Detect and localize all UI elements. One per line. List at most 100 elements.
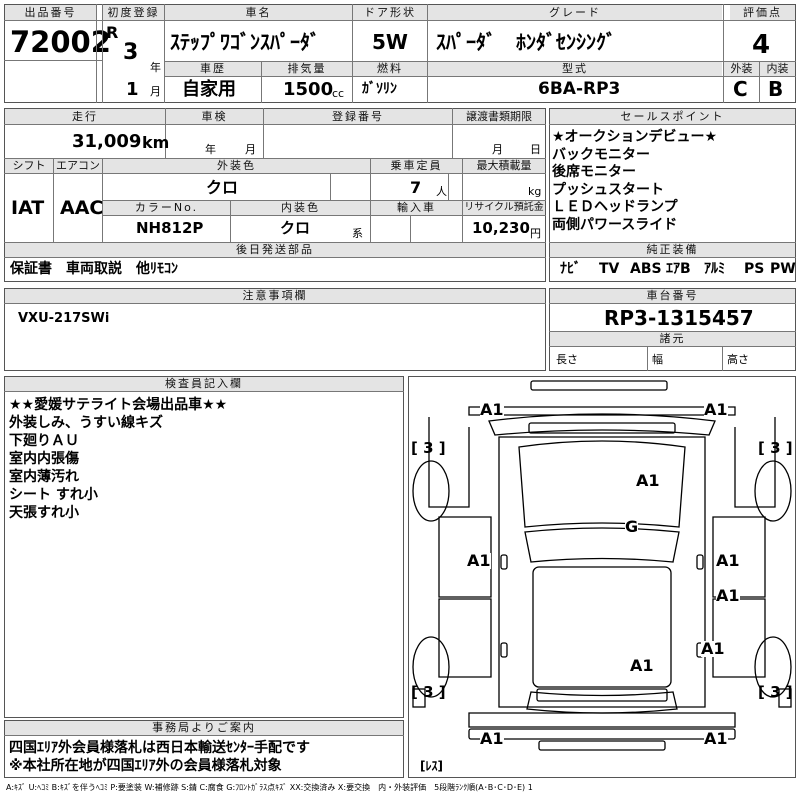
tire-front-left: [ 3 ] [411,439,446,457]
lot-no-label: 出品番号 [5,5,96,20]
transfer-day-unit: 日 [530,143,541,156]
office-notes: 四国ｴﾘｱ外会員様落札は西日本輸送ｾﾝﾀｰ手配です ※本社所在地が四国ｴﾘｱ外の… [9,739,310,775]
office-line: 四国ｴﾘｱ外会員様落札は西日本輸送ｾﾝﾀｰ手配です [9,740,310,756]
shift: IAT [11,197,45,219]
capacity-label: 乗車定員 [371,159,462,173]
tire-front-right: [ 3 ] [758,439,793,457]
mark-windshield: G [625,517,639,536]
reg-year-unit: 年 [150,61,161,74]
mark-rear-left: A1 [480,729,504,748]
exterior-grade: C [733,77,748,101]
displacement-unit: cc [332,87,345,100]
inspector-notes: ★★愛媛サテライト会場出品車★★ 外装しみ、うすい線キズ 下廻りＡＵ 室内内張傷… [9,396,227,522]
lot-number: 72002 [10,25,111,59]
inspector-line: 室内薄汚れ [9,469,79,485]
color-label: 外装色 [103,159,370,173]
grade-label: グレード [428,5,722,20]
later-parts-label: 後日発送部品 [5,243,545,257]
displacement: 1500 [283,79,334,100]
model-label: 型式 [428,62,722,76]
int-color-label: 内装色 [231,201,370,215]
sales-point-item: バックモニター [552,146,650,163]
width-label: 幅 [652,353,663,366]
sales-points-list: ★オークションデビュー★ バックモニター 後席モニター プッシュスタート ＬＥＤ… [552,129,717,234]
displacement-label: 排気量 [262,62,352,76]
equipment-alloy: ｱﾙﾐ [704,261,725,277]
recycle-unit: 円 [530,227,541,240]
inspection-year-unit: 年 [205,143,216,156]
ac: AAC [60,197,104,219]
legend: A:ｷｽﾞ U:ﾍｺﾐ B:ｷｽﾞを伴うﾍｺﾐ P:要塗装 W:補修跡 S:錆 … [6,783,533,792]
mark-left-front-door: A1 [467,551,491,570]
capacity-unit: 人 [436,185,447,198]
fuel-label: 燃料 [353,62,427,76]
capacity: 7 [410,178,422,197]
reg-month-unit: 月 [150,85,161,98]
height-label: 高さ [727,353,749,366]
equipment-abs: ABS [630,261,662,277]
sales-point-item: ＬＥＤヘッドランプ [552,199,678,215]
sales-point-item: ★オークションデビュー★ [552,129,718,145]
exterior-label: 外装 [724,62,759,76]
exterior-color: クロ [206,178,239,197]
inspector-line: 外装しみ、うすい線キズ [9,415,163,431]
mark-right-front-door: A1 [716,551,740,570]
equipment-tv: TV [599,261,620,277]
equipment-pw: PW [770,261,796,277]
import-label: 輸入車 [371,201,462,215]
transfer-month-unit: 月 [492,143,503,156]
inspector-line: 天張すれ小 [9,505,79,521]
history: 自家用 [182,79,236,100]
load-unit: kg [528,185,542,198]
mileage-label: 走行 [5,109,165,124]
recycle-label: リサイクル預託金 [463,201,545,215]
interior-label: 内装 [760,62,795,76]
load-label: 最大積載量 [463,159,545,173]
recycle-fee: 10,230 [472,219,530,237]
history-label: 車歴 [165,62,261,76]
inspector-line: 下廻りＡＵ [9,433,79,449]
length-label: 長さ [556,353,578,366]
car-outline-diagram [412,380,792,751]
car-name: ｽﾃｯﾌﾟﾜｺﾞﾝｽﾊﾟｰﾀﾞ [170,30,320,54]
office-line: ※本社所在地が四国ｴﾘｱ外の会員様落札対象 [9,758,282,774]
sales-points-label: セールスポイント [550,109,795,124]
inspector-line: シート すれ小 [9,487,98,503]
grade: ｽﾊﾟｰﾀﾞ ﾎﾝﾀﾞｾﾝｼﾝｸﾞ [436,30,616,54]
color-no: NH812P [136,219,204,237]
tire-rear-right: [ 3 ] [758,683,793,701]
reg-no-label: 登録番号 [264,109,452,124]
equipment-navi: ﾅﾋﾞ [560,261,581,277]
score: 4 [752,30,771,60]
door-type: 5W [372,30,408,54]
door-label: ドア形状 [353,5,427,20]
equipment-label: 純正装備 [550,243,795,257]
reg-month: 1 [126,79,139,100]
shift-label: シフト [5,159,53,173]
equipment-ps: PS [744,261,765,277]
office-label: 事務局よりご案内 [5,721,403,735]
mark-front-left: A1 [480,400,504,419]
mileage: 31,009 [72,131,142,152]
reg-year: 3 [123,40,139,65]
inspection-label: 車検 [166,109,263,124]
mark-right-rear-fender: A1 [701,639,725,658]
mark-right-rear-door: A1 [716,586,740,605]
reg-era: R [106,23,119,42]
mileage-unit: km [142,133,170,152]
fuel: ｶﾞｿﾘﾝ [362,81,397,97]
chassis-label: 車台番号 [550,289,795,303]
tire-rear-left: [ 3 ] [411,683,446,701]
mark-roof: A1 [630,656,654,675]
later-parts: 保証書 車両取説 他ﾘﾓｺﾝ [10,261,178,277]
int-color-unit: 系 [352,227,363,240]
sales-point-item: 両側パワースライド [552,216,678,233]
chassis-number: RP3-1315457 [604,306,754,330]
inspector-label: 検査員記入欄 [5,377,403,391]
inspector-block [4,376,404,718]
mark-hood: A1 [636,471,660,490]
mark-rear-right: A1 [704,729,728,748]
transfer-label: 譲渡書類期限 [453,109,545,124]
car-name-label: 車名 [165,5,352,20]
first-reg-label: 初度登録 [103,5,164,20]
